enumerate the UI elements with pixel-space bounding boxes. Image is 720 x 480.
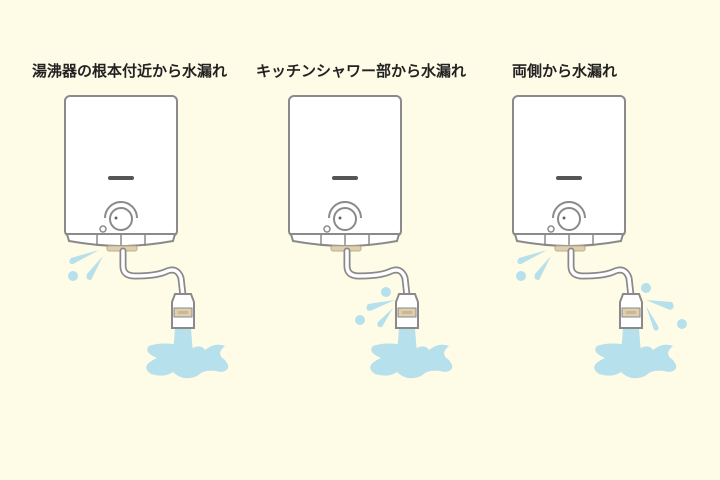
leak-spray-base-1: [68, 250, 103, 281]
panel-1-title: 湯沸器の根本付近から水漏れ: [32, 62, 228, 80]
leak-spray-shower-3: [641, 283, 687, 331]
panel-3-title: 両側から水漏れ: [512, 62, 618, 80]
leak-spray-shower-2: [355, 287, 395, 328]
water-heater-2: [289, 96, 452, 378]
water-heater-3: [513, 96, 676, 378]
water-heater-1: [65, 96, 228, 378]
panel-2-title: キッチンシャワー部から水漏れ: [256, 62, 467, 80]
leak-spray-base-3: [516, 250, 551, 281]
